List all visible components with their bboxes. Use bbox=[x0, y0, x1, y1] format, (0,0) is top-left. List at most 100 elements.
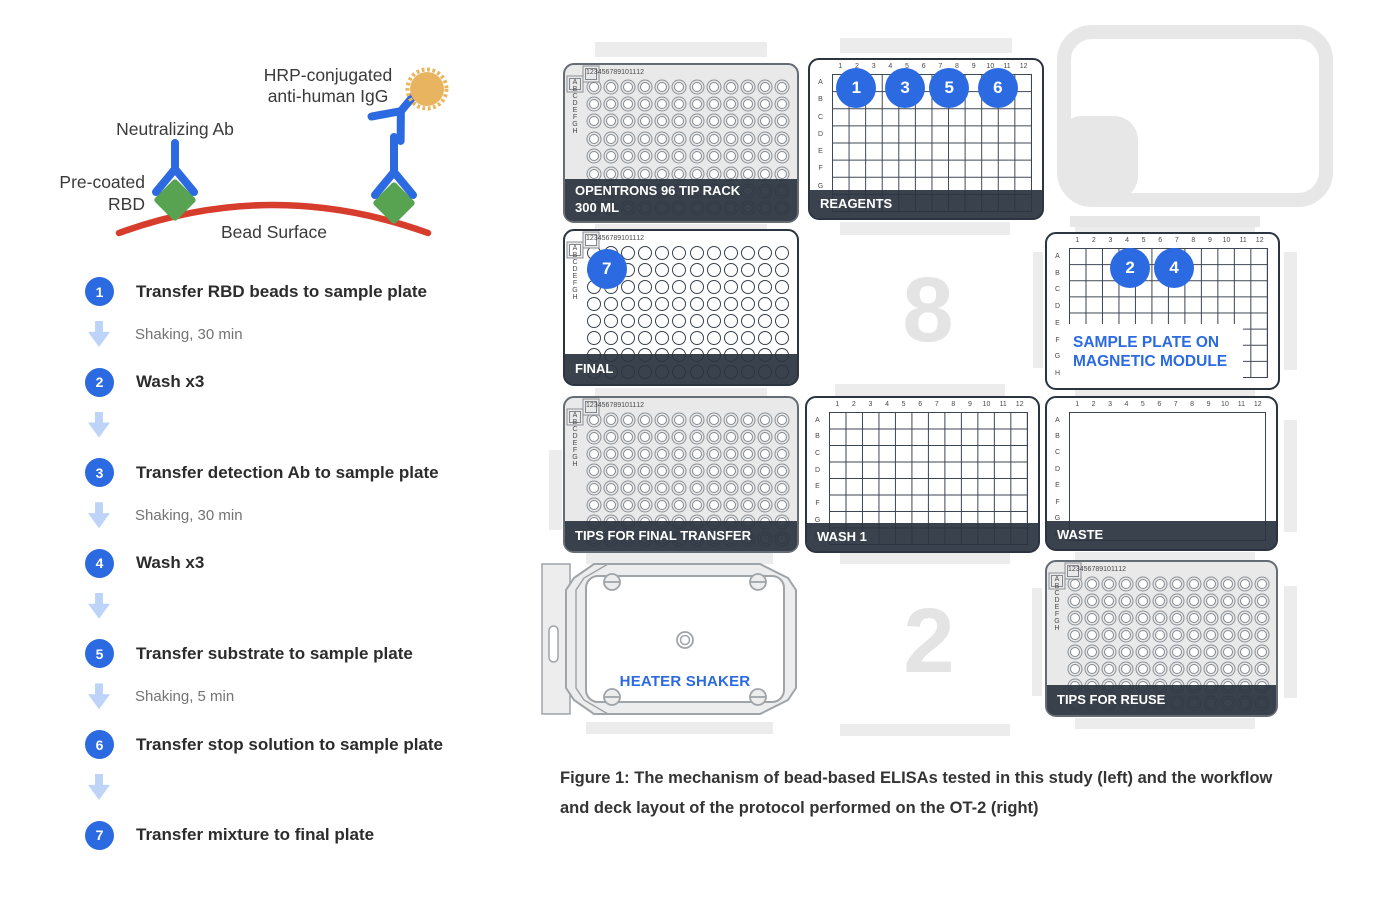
tip-well bbox=[657, 448, 668, 459]
well bbox=[672, 313, 687, 328]
well bbox=[655, 313, 670, 328]
tip-well bbox=[1256, 663, 1267, 674]
tip-well bbox=[777, 81, 788, 92]
tip-well bbox=[605, 499, 616, 510]
tip-well bbox=[605, 414, 616, 425]
well bbox=[586, 330, 601, 345]
tip-well bbox=[657, 499, 668, 510]
tip-well bbox=[743, 448, 754, 459]
tip-well bbox=[622, 482, 633, 493]
workflow-connector: Shaking, 30 min bbox=[85, 502, 243, 529]
labware-label: WASH 1 bbox=[807, 523, 1038, 551]
tip-well bbox=[1121, 629, 1132, 640]
precoated-rbd-label: Pre-coated bbox=[59, 172, 145, 192]
well bbox=[723, 330, 738, 345]
tip-well bbox=[1239, 595, 1250, 606]
tip-well bbox=[674, 431, 685, 442]
tip-well bbox=[691, 465, 702, 476]
tip-well bbox=[691, 414, 702, 425]
workflow-connector bbox=[85, 411, 110, 438]
tip-well bbox=[1222, 646, 1233, 657]
tip-well bbox=[1205, 595, 1216, 606]
step-label: Transfer substrate to sample plate bbox=[136, 643, 413, 663]
well bbox=[603, 296, 618, 311]
tip-well bbox=[708, 116, 719, 127]
deck-slot-rail bbox=[1032, 588, 1042, 696]
tip-well bbox=[691, 133, 702, 144]
tip-well bbox=[725, 151, 736, 162]
tip-well bbox=[674, 116, 685, 127]
workflow-connector bbox=[85, 774, 110, 800]
well bbox=[655, 262, 670, 277]
step-badge: 3 bbox=[885, 68, 926, 108]
well bbox=[723, 262, 738, 277]
well bbox=[723, 279, 738, 294]
heater-shaker-label: HEATER SHAKER bbox=[620, 673, 751, 690]
tip-well bbox=[1138, 646, 1149, 657]
tip-well bbox=[760, 168, 771, 179]
tip-well bbox=[1239, 578, 1250, 589]
well bbox=[638, 279, 653, 294]
tip-well bbox=[725, 482, 736, 493]
tip-well bbox=[708, 448, 719, 459]
rbd-antigen-icon bbox=[154, 179, 196, 221]
tip-well bbox=[725, 431, 736, 442]
tip-well bbox=[1138, 578, 1149, 589]
tip-well bbox=[674, 99, 685, 110]
deck-slot-rail bbox=[840, 222, 1010, 235]
step-badge: 1 bbox=[836, 68, 877, 108]
workflow-connector: Shaking, 5 min bbox=[85, 683, 234, 710]
tip-well bbox=[588, 414, 599, 425]
tip-well bbox=[657, 465, 668, 476]
tip-well bbox=[622, 168, 633, 179]
labware-wash-1: 123456789101112ABCDEFGHWASH 1 bbox=[805, 396, 1040, 553]
tip-well bbox=[622, 151, 633, 162]
down-arrow-icon bbox=[88, 321, 110, 347]
tip-well bbox=[1205, 663, 1216, 674]
tip-well bbox=[605, 116, 616, 127]
tip-well bbox=[1070, 646, 1081, 657]
down-arrow-icon bbox=[88, 774, 110, 800]
deck-slot-rail bbox=[1284, 252, 1297, 370]
neutralizing-antibody-icon bbox=[152, 139, 198, 196]
slot-number: 2 bbox=[903, 589, 955, 692]
well bbox=[689, 313, 704, 328]
tip-well bbox=[1104, 578, 1115, 589]
labware-reagents: 123456789101112ABCDEFGH1356REAGENTS bbox=[808, 58, 1044, 220]
deck-slot-8: 8 bbox=[820, 231, 1036, 389]
slot-number: 8 bbox=[902, 258, 954, 361]
tip-well bbox=[1188, 578, 1199, 589]
tip-well bbox=[1205, 578, 1216, 589]
tip-well bbox=[1205, 612, 1216, 623]
tip-well bbox=[1188, 629, 1199, 640]
tip-well bbox=[674, 414, 685, 425]
tip-well bbox=[622, 116, 633, 127]
tip-well bbox=[622, 431, 633, 442]
well bbox=[655, 245, 670, 260]
tip-well bbox=[760, 81, 771, 92]
tip-well bbox=[640, 99, 651, 110]
tip-well bbox=[622, 414, 633, 425]
step-label: Transfer RBD beads to sample plate bbox=[136, 281, 427, 301]
tip-well bbox=[1171, 595, 1182, 606]
step-label: Wash x3 bbox=[136, 372, 205, 392]
tip-well bbox=[622, 99, 633, 110]
tip-well bbox=[674, 81, 685, 92]
tip-well bbox=[1121, 578, 1132, 589]
tip-well bbox=[1239, 646, 1250, 657]
tip-well bbox=[1104, 629, 1115, 640]
tip-well bbox=[588, 81, 599, 92]
tip-well bbox=[777, 414, 788, 425]
tip-well bbox=[1138, 629, 1149, 640]
tip-well bbox=[605, 448, 616, 459]
step-label: Wash x3 bbox=[136, 553, 205, 573]
tip-well bbox=[725, 116, 736, 127]
tip-well bbox=[691, 116, 702, 127]
tip-well bbox=[725, 168, 736, 179]
